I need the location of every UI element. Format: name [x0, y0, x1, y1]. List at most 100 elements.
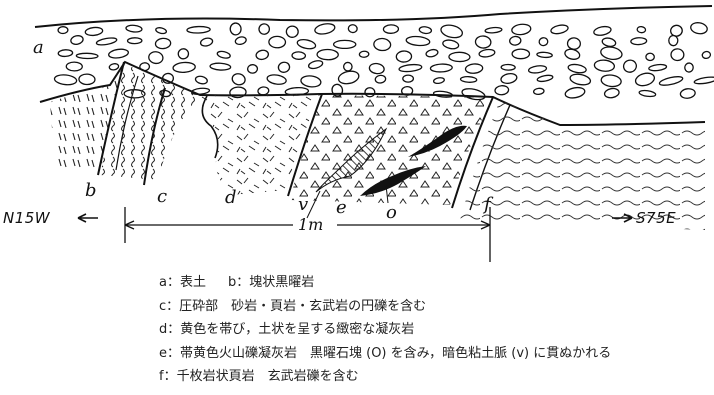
- boulder: [638, 89, 657, 98]
- boulder: [601, 37, 617, 48]
- label-o: o: [386, 202, 397, 223]
- unit-d-tuff: [200, 94, 320, 195]
- boulder: [257, 86, 270, 96]
- boulder: [314, 23, 336, 35]
- boulder: [603, 87, 620, 99]
- boulder: [194, 75, 208, 85]
- boulder: [564, 48, 581, 60]
- label-e: e: [336, 197, 347, 218]
- label-d: d: [225, 187, 237, 208]
- boulder: [342, 61, 353, 72]
- boulder: [511, 48, 531, 60]
- legend-f: f：千枚岩状頁岩 玄武岩礫を含む: [159, 369, 359, 384]
- geologic-section-sketch: a b c d v e o f N15W S75E 1m: [3, 5, 714, 262]
- boulder: [418, 26, 433, 35]
- boulder: [53, 74, 78, 86]
- boulder: [84, 26, 104, 37]
- boulder: [564, 86, 586, 99]
- boulder: [316, 48, 339, 61]
- boulder: [300, 75, 322, 88]
- boulder: [566, 37, 581, 50]
- boulder: [679, 88, 696, 99]
- boulder: [296, 38, 317, 50]
- boulder: [246, 64, 259, 74]
- boulder: [690, 22, 708, 35]
- boulder: [78, 73, 96, 86]
- boulder: [442, 39, 460, 50]
- legend-d: d：黄色を帯び，土状を呈する緻密な凝灰岩: [159, 322, 415, 337]
- boulder: [231, 73, 246, 86]
- boulder: [494, 85, 510, 96]
- legend-e: e：帯黄色火山礫凝灰岩 黒曜石塊 (O) を含み，暗色粘土脈 (v) に貫ぬかれ…: [159, 345, 612, 361]
- boulder: [478, 48, 496, 58]
- leader-o: [385, 184, 389, 204]
- boulder: [234, 36, 247, 46]
- boulder: [536, 51, 553, 59]
- boulder: [75, 52, 99, 60]
- unit-f-phyllitic-shale: [460, 100, 705, 230]
- boulder: [474, 35, 492, 49]
- boulder: [593, 59, 616, 72]
- boulder: [670, 24, 683, 37]
- boulder: [154, 37, 172, 50]
- boulder: [593, 25, 612, 36]
- boulder: [95, 37, 118, 46]
- boulder: [432, 77, 445, 85]
- boulder: [186, 25, 211, 34]
- boulder: [536, 74, 554, 83]
- boulder: [429, 63, 453, 73]
- boulder: [177, 48, 190, 60]
- contact-c-d-wavy: [201, 95, 219, 159]
- boulder: [307, 60, 324, 70]
- obsidian-block-2: [360, 166, 426, 196]
- boulder: [332, 39, 357, 50]
- label-v: v: [298, 194, 308, 215]
- boulder: [125, 24, 143, 33]
- boulder: [108, 48, 129, 59]
- boulder: [448, 51, 471, 63]
- boulder: [425, 48, 439, 58]
- boulder: [532, 87, 545, 96]
- boulder: [285, 25, 299, 38]
- leader-v: [306, 190, 321, 219]
- boulder: [331, 83, 344, 97]
- boulder: [567, 63, 587, 74]
- contact-e-f: [451, 96, 494, 209]
- boulder: [277, 61, 291, 73]
- boulder: [511, 23, 532, 36]
- boulder: [229, 22, 242, 36]
- unit-c-crushed-zone: [100, 64, 200, 180]
- boulder: [199, 37, 214, 47]
- label-a: a: [33, 37, 44, 58]
- boulder: [126, 37, 143, 45]
- boulder: [500, 72, 518, 84]
- boulder: [57, 26, 69, 35]
- boulder: [347, 24, 358, 34]
- boulder: [645, 52, 655, 62]
- boulder: [630, 37, 648, 46]
- boulder: [374, 74, 387, 84]
- boulder: [337, 70, 360, 85]
- legend-c: c：圧砕部 砂岩・頁岩・玄武岩の円礫を含む: [159, 298, 427, 314]
- boulder: [684, 62, 694, 73]
- boulder: [70, 35, 84, 45]
- topsoil-base-boundary: [39, 60, 706, 127]
- boulder: [382, 24, 400, 34]
- boulder: [701, 50, 712, 60]
- boulder: [600, 74, 622, 88]
- boulder: [358, 50, 370, 58]
- topsoil-layer-a: [53, 22, 714, 101]
- boulder: [108, 63, 120, 71]
- boulder: [402, 74, 415, 83]
- legend-a: a：表土: [159, 275, 206, 290]
- boulder: [459, 76, 478, 83]
- contact-b-c: [97, 61, 125, 176]
- scale-label: 1m: [298, 215, 323, 234]
- contact-d-e: [287, 93, 323, 197]
- boulder: [634, 72, 656, 87]
- boulder: [368, 62, 385, 75]
- boulder: [405, 35, 431, 47]
- boulder: [398, 63, 423, 73]
